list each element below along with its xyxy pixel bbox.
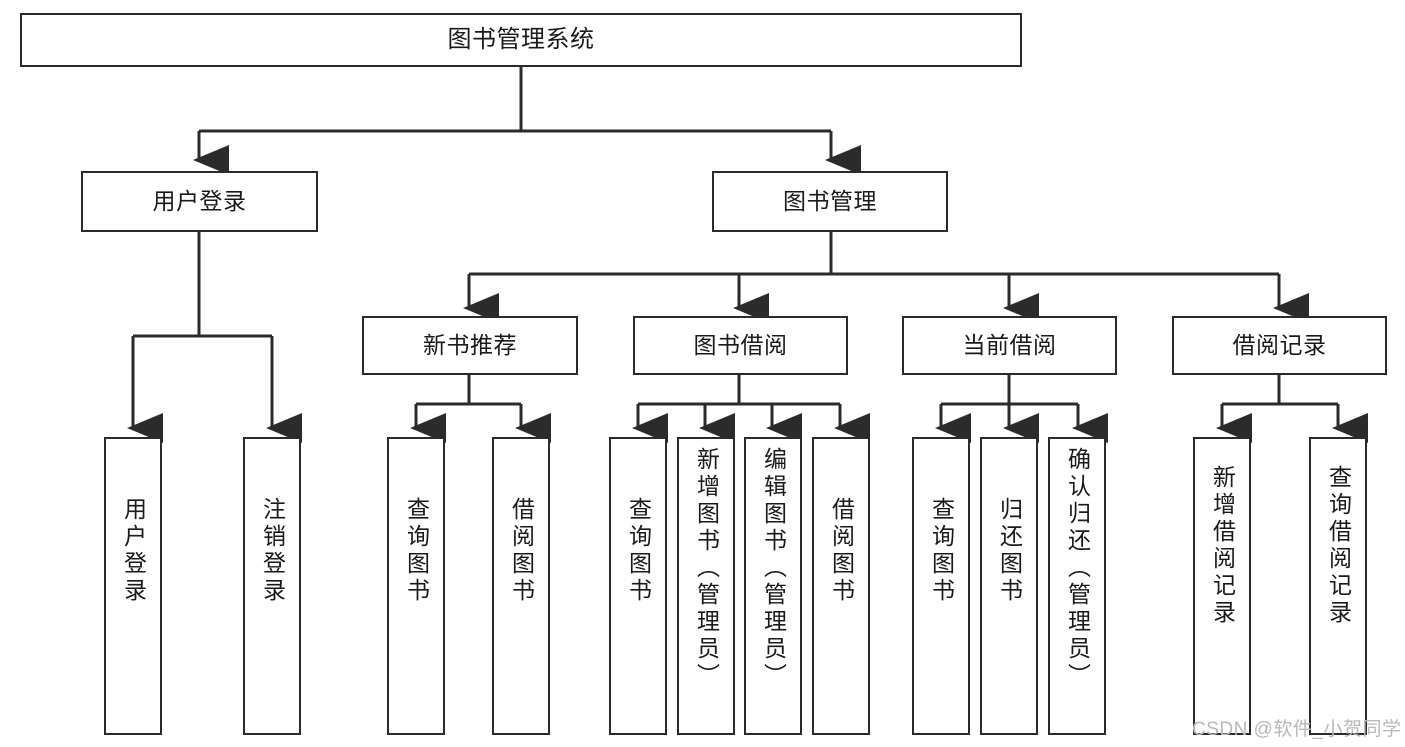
node-label: 注销登录 xyxy=(259,497,286,605)
node-root-book-management-system[interactable]: 图书管理系统 xyxy=(20,13,1022,67)
node-label: 查询借阅记录 xyxy=(1325,465,1352,627)
leaf-book-borrow-edit-book-admin[interactable]: 编辑图书（管理员） xyxy=(744,437,802,735)
leaf-current-borrow-confirm-return-admin[interactable]: 确认归还（管理员） xyxy=(1048,437,1106,735)
node-label: 归还图书 xyxy=(996,497,1023,605)
node-label: 当前借阅 xyxy=(962,332,1057,359)
leaf-book-borrow-borrow-book[interactable]: 借阅图书 xyxy=(812,437,870,735)
leaf-book-borrow-query-book[interactable]: 查询图书 xyxy=(609,437,667,735)
node-label: 图书借阅 xyxy=(693,332,788,359)
leaf-current-borrow-return-book[interactable]: 归还图书 xyxy=(980,437,1038,735)
node-label: 查询图书 xyxy=(928,497,955,605)
node-label: 图书管理 xyxy=(783,188,877,215)
leaf-user-login-login[interactable]: 用户登录 xyxy=(104,437,162,735)
node-label: 查询图书 xyxy=(403,497,430,605)
node-label: 编辑图书（管理员） xyxy=(760,447,787,690)
node-label: 图书管理系统 xyxy=(447,26,595,54)
leaf-book-borrow-add-book-admin[interactable]: 新增图书（管理员） xyxy=(677,437,735,735)
leaf-current-borrow-query-book[interactable]: 查询图书 xyxy=(912,437,970,735)
node-label: 新增借阅记录 xyxy=(1209,465,1236,627)
node-label: 借阅图书 xyxy=(508,497,535,605)
node-label: 用户登录 xyxy=(120,497,147,605)
node-current-borrow[interactable]: 当前借阅 xyxy=(902,316,1117,375)
node-label: 查询图书 xyxy=(625,497,652,605)
node-new-book-recommend[interactable]: 新书推荐 xyxy=(362,316,578,375)
node-label: 新书推荐 xyxy=(423,332,517,359)
node-label: 借阅图书 xyxy=(828,497,855,605)
node-label: 新增图书（管理员） xyxy=(693,447,720,690)
leaf-new-book-query-book[interactable]: 查询图书 xyxy=(387,437,445,735)
csdn-watermark: CSDN @软件_小贺同学 xyxy=(1192,719,1402,740)
node-label: 用户登录 xyxy=(152,188,247,215)
node-borrow-record[interactable]: 借阅记录 xyxy=(1172,316,1387,375)
node-user-login[interactable]: 用户登录 xyxy=(81,171,318,232)
node-label: 借阅记录 xyxy=(1232,332,1327,359)
leaf-borrow-record-add-record[interactable]: 新增借阅记录 xyxy=(1193,437,1251,735)
node-book-management[interactable]: 图书管理 xyxy=(712,171,948,232)
node-label: 确认归还（管理员） xyxy=(1064,447,1091,690)
leaf-new-book-borrow-book[interactable]: 借阅图书 xyxy=(492,437,550,735)
leaf-borrow-record-query-record[interactable]: 查询借阅记录 xyxy=(1309,437,1367,735)
node-book-borrow[interactable]: 图书借阅 xyxy=(633,316,848,375)
leaf-user-login-logout[interactable]: 注销登录 xyxy=(243,437,301,735)
